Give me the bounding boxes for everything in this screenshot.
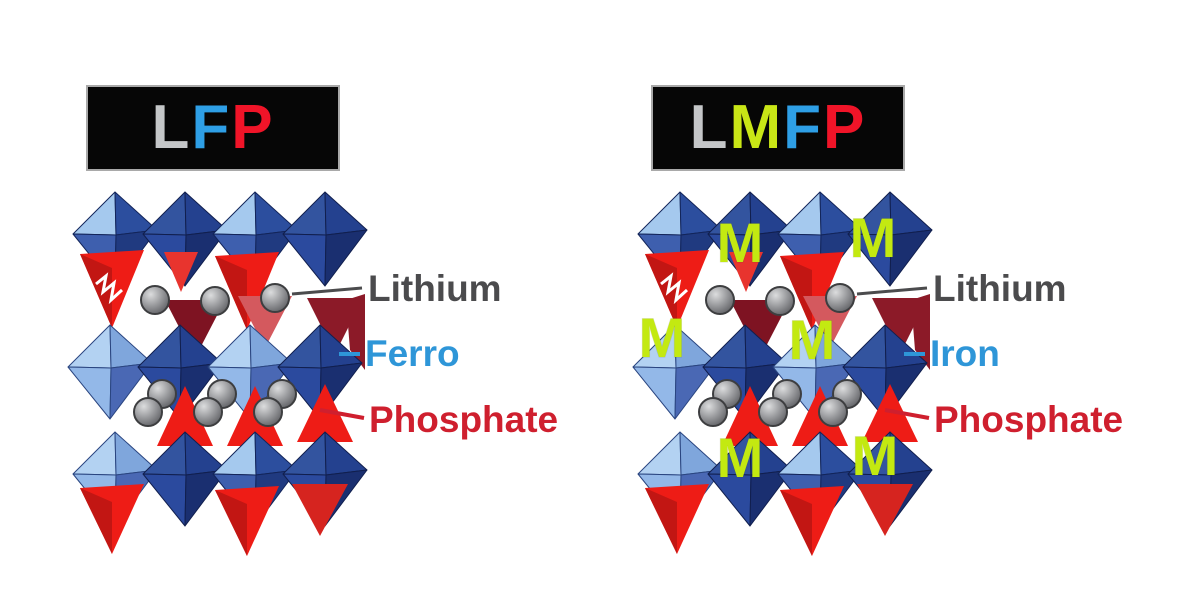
phosphate-leader-line [884,408,930,420]
banner-letter: F [191,93,232,162]
lithium-leader-line [291,286,363,296]
banner-letter: L [151,93,192,162]
m-site-label: M [717,211,764,274]
label-lithium: Lithium [933,268,1067,309]
banner-text: LFP [151,97,274,159]
panel-lfp: LFP Lithium Ferro Phosphate [58,80,613,595]
banner-letter: P [231,93,275,162]
m-site-label: M [850,206,897,269]
label-phosphate: Phosphate [369,399,558,440]
label-ferro: Ferro [365,333,460,374]
m-site-label: M [789,308,836,371]
label-phosphate: Phosphate [934,399,1123,440]
lithium-leader-line [856,286,928,296]
crystal-structure-lfp: Lithium Ferro Phosphate [58,188,558,588]
phosphate-leader-line [319,408,365,420]
banner-letter: F [783,93,824,162]
banner-lmfp: LMFP [651,85,905,171]
crystal-lattice [68,192,367,556]
banner-lfp: LFP [86,85,340,171]
banner-letter: L [689,93,730,162]
banner-text: LMFP [690,97,867,159]
banner-letter: P [823,93,867,162]
banner-letter: M [729,93,784,162]
label-iron: Iron [930,333,1000,374]
m-site-label: M [639,306,686,369]
m-site-label: M [717,426,764,489]
m-site-label: M [852,424,899,487]
label-lithium: Lithium [368,268,502,309]
